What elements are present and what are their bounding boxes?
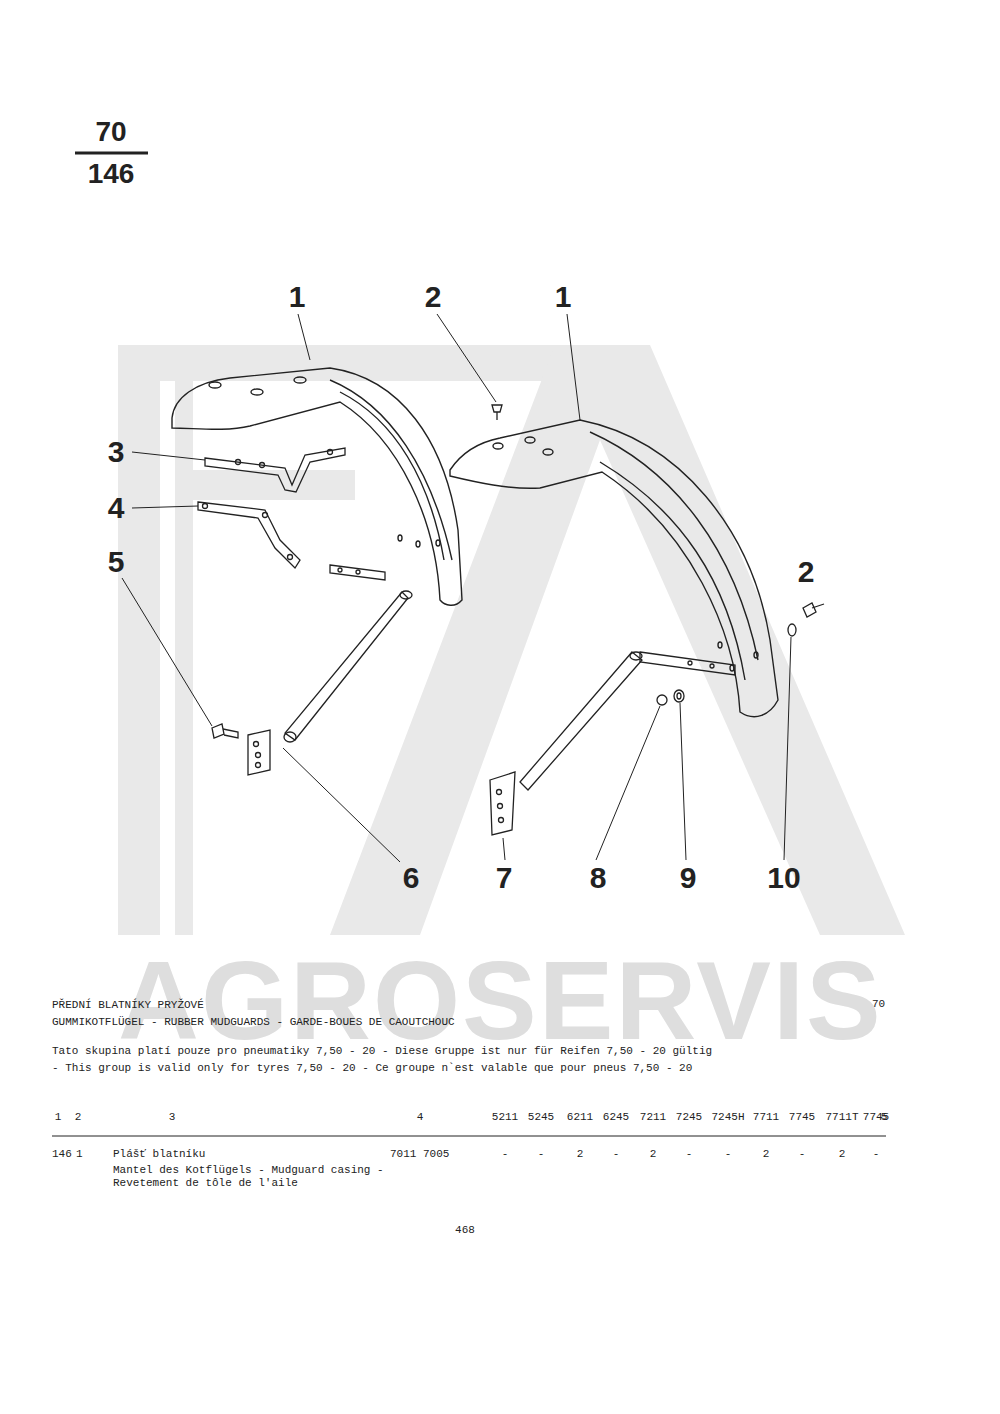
table-cell: 2 [839, 1148, 846, 1161]
table-header: 6211 [567, 1111, 593, 1124]
table-cell: 146 [52, 1148, 72, 1161]
table-header: 6245 [603, 1111, 629, 1124]
table-header: 5 [881, 1111, 888, 1124]
group-number: 70 [95, 118, 126, 146]
table-cell: - [873, 1148, 880, 1161]
table-header: 7711T [825, 1111, 858, 1124]
callout-number: 7 [496, 863, 513, 893]
fasteners [492, 405, 824, 705]
table-header: 7745 [789, 1111, 815, 1124]
stay-7 [490, 652, 735, 835]
table-rule [52, 1136, 886, 1137]
bolt-5 [212, 724, 238, 738]
title: PŘEDNÍ BLATNÍKY PRYŽOVÉ [52, 999, 204, 1012]
callout-number: 8 [590, 863, 607, 893]
callout-number: 1 [289, 282, 306, 312]
note: Tato skupina platí pouze pro pneumatiky … [52, 1045, 712, 1058]
watermark: AGROSERVIS [118, 945, 883, 1057]
table-header: 5245 [528, 1111, 554, 1124]
table-cell: 2 [763, 1148, 770, 1161]
callout-number: 3 [108, 437, 125, 467]
callout-number: 2 [425, 282, 442, 312]
watermark-logo [118, 345, 905, 935]
table-cell: 1 [76, 1148, 83, 1161]
stay-6 [248, 565, 412, 775]
callout-number: 5 [108, 547, 125, 577]
table-header: 2 [75, 1111, 82, 1124]
leader-lines [122, 314, 791, 862]
table-cell: 2 [650, 1148, 657, 1161]
figure-number: 146 [88, 160, 135, 188]
callout-number: 1 [555, 282, 572, 312]
table-cell: Plášť blatníku [113, 1148, 205, 1161]
callout-number: 10 [767, 863, 800, 893]
table-header: 7245 [676, 1111, 702, 1124]
table-header: 7245H [711, 1111, 744, 1124]
table-header: 7711 [753, 1111, 779, 1124]
top-rule [75, 152, 148, 153]
table-cell: - [538, 1148, 545, 1161]
subtitle: GUMMIKOTFLÜGEL - RUBBER MUDGUARDS - GARD… [52, 1016, 455, 1029]
group-number: 70 [872, 998, 885, 1011]
table-cell: - [686, 1148, 693, 1161]
table-cell: 7011 7005 [390, 1148, 449, 1161]
table-cell: - [613, 1148, 620, 1161]
table-cell: - [725, 1148, 732, 1161]
table-cell: - [799, 1148, 806, 1161]
table-cell: 2 [577, 1148, 584, 1161]
table-header: 1 [55, 1111, 62, 1124]
bracket-4 [198, 502, 300, 568]
note: - This group is valid only for tyres 7,5… [52, 1062, 692, 1075]
bracket-3 [205, 448, 345, 492]
table-cell: - [502, 1148, 509, 1161]
callout-number: 6 [403, 863, 420, 893]
table-header: 4 [417, 1111, 424, 1124]
callout-number: 2 [798, 557, 815, 587]
mudguard-left [172, 368, 462, 605]
callout-number: 9 [680, 863, 697, 893]
page-number: 468 [455, 1224, 475, 1237]
table-cell: Mantel des Kotflügels - Mudguard casing … [113, 1164, 385, 1189]
table-header: 3 [169, 1111, 176, 1124]
table-header: 7211 [640, 1111, 666, 1124]
callout-number: 4 [108, 493, 125, 523]
table-header: 5211 [492, 1111, 518, 1124]
